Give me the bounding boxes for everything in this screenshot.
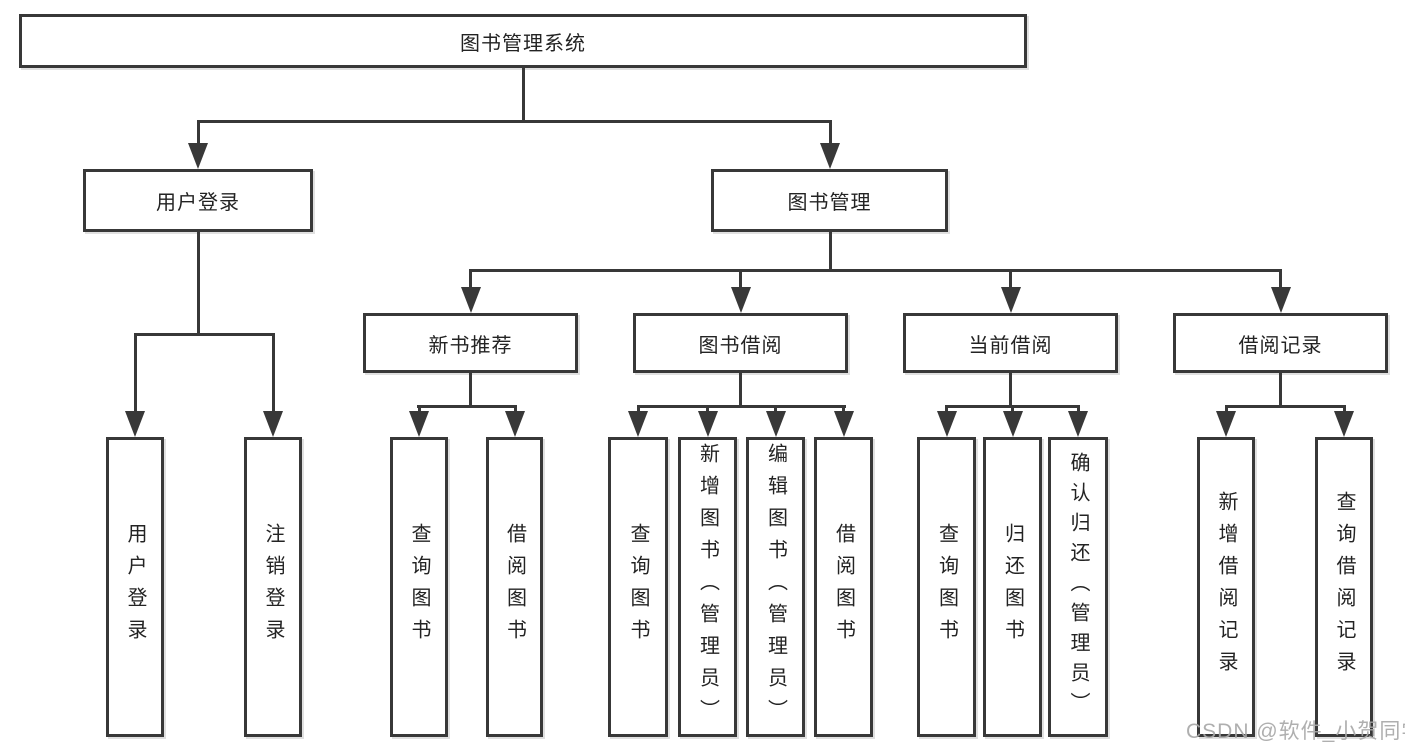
node-borrow-records-label: 借阅记录 — [1238, 334, 1323, 357]
arrow-down-icon — [1216, 411, 1236, 437]
connector-user-login-stem — [196, 232, 200, 335]
node-current-borrow: 当前借阅 — [903, 313, 1118, 373]
connector-drop — [1076, 405, 1080, 414]
leaf-edit-book-admin: 编辑图书（管理员） — [746, 437, 805, 737]
connector-drop — [842, 405, 845, 414]
connector-drop — [417, 405, 421, 414]
connector-rail-user-login — [133, 333, 275, 336]
arrow-down-icon — [188, 143, 208, 169]
leaf-return-book: 归还图书 — [983, 437, 1042, 737]
connector-drop — [636, 405, 640, 414]
leaf-add-borrow-record-label: 新增借阅记录 — [1215, 491, 1237, 683]
connector-drop — [706, 405, 709, 414]
arrow-down-icon — [1000, 287, 1021, 313]
leaf-add-borrow-record: 新增借阅记录 — [1197, 437, 1255, 737]
connector-drop — [1279, 269, 1282, 290]
leaf-confirm-return-admin-label: 确认归还（管理员） — [1067, 452, 1089, 722]
connector-drop — [271, 333, 275, 414]
arrow-down-icon — [263, 411, 283, 437]
connector-drop — [1342, 405, 1346, 414]
arrow-down-icon — [460, 287, 481, 313]
node-user-login: 用户登录 — [83, 169, 313, 232]
leaf-recommend-borrow-book: 借阅图书 — [486, 437, 543, 737]
connector-drop — [945, 405, 948, 414]
arrow-down-icon — [409, 411, 429, 437]
arrow-down-icon — [730, 287, 751, 313]
arrow-down-icon — [125, 411, 145, 437]
node-root: 图书管理系统 — [19, 14, 1027, 68]
connector-rail-recommend — [417, 405, 517, 408]
leaf-current-query-book: 查询图书 — [917, 437, 976, 737]
connector-drop — [1224, 405, 1228, 414]
leaf-logout: 注销登录 — [244, 437, 302, 737]
leaf-user-login-label: 用户登录 — [124, 523, 146, 651]
connector-rail-borrow-records — [1224, 405, 1346, 408]
node-book-management: 图书管理 — [711, 169, 948, 232]
arrow-down-icon — [628, 411, 648, 437]
leaf-query-borrow-record-label: 查询借阅记录 — [1333, 491, 1355, 683]
leaf-recommend-query-book: 查询图书 — [390, 437, 448, 737]
leaf-add-book-admin-label: 新增图书（管理员） — [696, 443, 719, 731]
connector-drop — [1009, 269, 1012, 290]
connector-drop — [513, 405, 517, 414]
arrow-down-icon — [1270, 287, 1291, 313]
watermark-text: CSDN @软件_小贺同学 — [1186, 720, 1405, 743]
node-user-login-label: 用户登录 — [156, 192, 240, 214]
connector-rail-level2 — [196, 120, 832, 123]
node-new-book-recommend-label: 新书推荐 — [428, 334, 513, 357]
connector-borrow-records-stem — [1279, 373, 1282, 408]
arrow-down-icon — [765, 411, 786, 437]
connector-drop-user-login — [196, 120, 200, 146]
node-book-borrow-label: 图书借阅 — [698, 334, 783, 357]
arrow-down-icon — [1068, 411, 1088, 437]
node-root-label: 图书管理系统 — [460, 32, 586, 55]
arrow-down-icon — [820, 143, 840, 169]
connector-book-borrow-stem — [739, 373, 742, 408]
node-book-management-label: 图书管理 — [787, 192, 872, 214]
node-current-borrow-label: 当前借阅 — [968, 334, 1053, 357]
leaf-current-query-book-label: 查询图书 — [935, 523, 958, 651]
leaf-edit-book-admin-label: 编辑图书（管理员） — [764, 443, 787, 731]
arrow-down-icon — [505, 411, 525, 437]
leaf-borrow-query-book: 查询图书 — [608, 437, 668, 737]
leaf-borrow-book: 借阅图书 — [814, 437, 873, 737]
node-new-book-recommend: 新书推荐 — [363, 313, 578, 373]
leaf-return-book-label: 归还图书 — [1001, 523, 1024, 651]
arrow-down-icon — [833, 411, 854, 437]
connector-rail-level3 — [469, 269, 1282, 272]
arrow-down-icon — [1002, 411, 1023, 437]
connector-drop — [133, 333, 137, 414]
leaf-recommend-query-book-label: 查询图书 — [408, 523, 430, 651]
arrow-down-icon — [1334, 411, 1354, 437]
connector-rail-book-borrow — [636, 405, 846, 408]
leaf-recommend-borrow-book-label: 借阅图书 — [503, 523, 526, 651]
leaf-query-borrow-record: 查询借阅记录 — [1315, 437, 1373, 737]
arrow-down-icon — [697, 411, 718, 437]
connector-book-management-stem — [828, 232, 832, 272]
leaf-borrow-query-book-label: 查询图书 — [627, 523, 649, 651]
connector-current-borrow-stem — [1009, 373, 1012, 408]
connector-drop — [774, 405, 777, 414]
node-borrow-records: 借阅记录 — [1173, 313, 1388, 373]
leaf-logout-label: 注销登录 — [262, 523, 284, 651]
leaf-confirm-return-admin: 确认归还（管理员） — [1048, 437, 1108, 737]
connector-drop — [739, 269, 742, 290]
leaf-add-book-admin: 新增图书（管理员） — [678, 437, 737, 737]
arrow-down-icon — [936, 411, 957, 437]
connector-drop — [469, 269, 472, 290]
connector-drop-book-management — [828, 120, 832, 146]
node-book-borrow: 图书借阅 — [633, 313, 848, 373]
connector-root-stem — [521, 68, 525, 123]
connector-recommend-stem — [469, 373, 472, 408]
connector-drop — [1011, 405, 1014, 414]
leaf-borrow-book-label: 借阅图书 — [832, 523, 855, 651]
leaf-user-login: 用户登录 — [106, 437, 164, 737]
